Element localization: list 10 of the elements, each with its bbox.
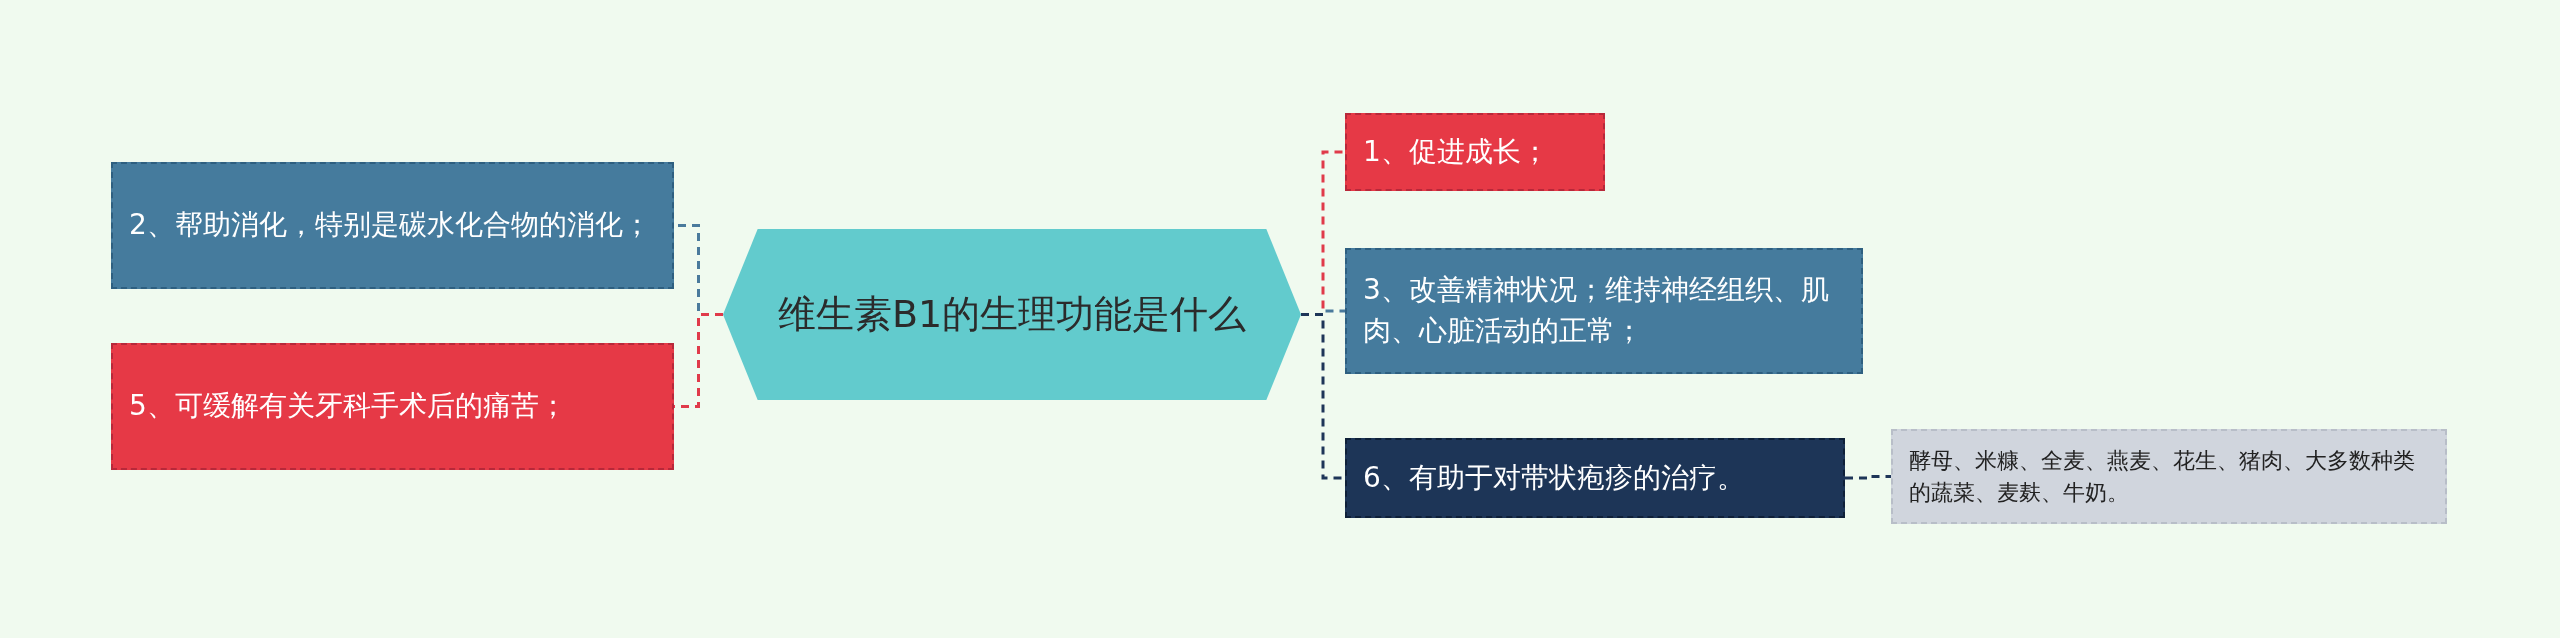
- branch-box: 2、帮助消化，特别是碳水化合物的消化；: [111, 162, 674, 289]
- branch-box: 3、改善精神状况；维持神经组织、肌肉、心脏活动的正常；: [1345, 248, 1863, 374]
- topic-text: 维生素B1的生理功能是什么: [777, 290, 1247, 338]
- branch-box: 5、可缓解有关牙科手术后的痛苦；: [111, 343, 674, 470]
- detail-box: 酵母、米糠、全麦、燕麦、花生、猪肉、大多数种类的蔬菜、麦麸、牛奶。: [1891, 429, 2447, 524]
- connector-line: [1301, 313, 1345, 480]
- branch-box: 1、促进成长；: [1345, 113, 1605, 191]
- connector-line: [1845, 475, 1891, 480]
- topic-hexagon: [723, 229, 1301, 400]
- branch-box: 6、有助于对带状疱疹的治疗。: [1345, 438, 1845, 518]
